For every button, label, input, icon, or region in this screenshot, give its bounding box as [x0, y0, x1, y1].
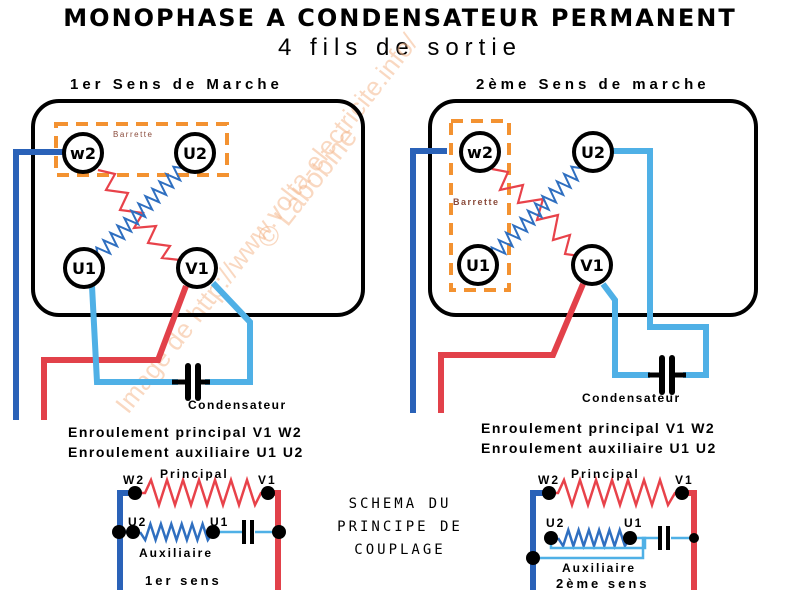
panel-1-desc-main: Enroulement principal V1 W2 [68, 424, 303, 440]
coupling-1-blue-line [117, 490, 135, 590]
node-u2 [126, 525, 140, 539]
capacitor-2 [648, 355, 686, 395]
panel-2: Barrette Condensateur w2 U2 U1 V1 [410, 99, 758, 413]
schema-line-2: PRINCIPE DE [337, 519, 463, 535]
panel-1-title: 1er Sens de Marche [70, 76, 283, 93]
line-wire-blue-1 [13, 149, 65, 420]
node-u1 [206, 525, 220, 539]
capacitor-1 [172, 363, 210, 401]
coupling-1-caption: 1er sens [145, 573, 222, 588]
coupling-2-capacitor [658, 526, 670, 550]
coupling-2-u2-label: U2 [546, 516, 565, 530]
svg-text:U2: U2 [581, 143, 605, 162]
node-u1 [623, 531, 637, 545]
line-wire-red-1 [41, 284, 189, 420]
schema-line-3: COUPLAGE [354, 542, 446, 558]
schema-line-1: SCHEMA DU [348, 496, 452, 512]
cap-wire-v1-2 [600, 282, 650, 378]
coupling-1: W2 V1 U2 U1 Principal Auxiliaire 1er sen… [112, 467, 286, 590]
capacitor-label-2: Condensateur [582, 391, 681, 405]
terminal-v1-2: V1 [571, 244, 613, 286]
node-v1 [675, 486, 689, 500]
barrette-1 [54, 122, 229, 177]
panel-1: Barrette Condensateur w2 U2 U1 [13, 99, 365, 420]
coupling-1-main-label: Principal [160, 467, 229, 481]
aux-winding-2 [490, 165, 581, 257]
aux-winding-1 [95, 165, 183, 257]
coupling-1-aux-winding [138, 519, 215, 545]
node-w2 [128, 486, 142, 500]
svg-text:U1: U1 [466, 256, 490, 275]
svg-text:w2: w2 [467, 143, 493, 162]
line-wire-blue-2 [410, 148, 447, 413]
coupling-1-w2-label: W2 [123, 473, 145, 487]
coupling-1-u1-label: U1 [210, 515, 229, 529]
svg-text:V1: V1 [185, 259, 209, 278]
coupling-1-v1-label: V1 [258, 473, 277, 487]
cap-wire-left-1 [89, 285, 178, 385]
barrette-label-2: Barrette [453, 197, 500, 207]
coupling-1-u2-label: U2 [128, 515, 147, 529]
panel-2-desc-aux: Enroulement auxiliaire U1 U2 [481, 440, 717, 456]
terminal-v1-1: V1 [176, 247, 218, 289]
node-junction [526, 551, 540, 565]
panel-2-description: Enroulement principal V1 W2 Enroulement … [481, 418, 717, 458]
terminal-box-2 [428, 99, 758, 317]
barrette-2 [449, 119, 511, 292]
barrette-label-1: Barrette [113, 130, 153, 139]
panel-1-description: Enroulement principal V1 W2 Enroulement … [68, 422, 304, 462]
main-winding-2 [491, 167, 581, 258]
coupling-2-main-label: Principal [571, 467, 640, 481]
coupling-2-crossover-u2 [533, 536, 655, 560]
terminal-w2-1: w2 [62, 132, 104, 174]
svg-text:V1: V1 [580, 256, 604, 275]
coupling-2-w2-label: W2 [538, 473, 560, 487]
line-wire-red-2 [438, 282, 586, 413]
coupling-2-main-winding [548, 475, 682, 510]
diagram-subtitle: 4 fils de sortie [277, 34, 523, 61]
node-w2 [542, 486, 556, 500]
coupling-1-main-winding [135, 475, 268, 510]
panel-1-desc-aux: Enroulement auxiliaire U1 U2 [68, 444, 304, 460]
panel-2-desc-main: Enroulement principal V1 W2 [481, 420, 716, 436]
terminal-u2-1: U2 [174, 132, 216, 174]
capacitor-label-1: Condensateur [188, 398, 287, 412]
terminal-u2-2: U2 [572, 131, 614, 173]
terminal-u1-2: U1 [457, 244, 499, 286]
node-v1 [261, 486, 275, 500]
svg-text:U2: U2 [183, 144, 207, 163]
cap-wire-right-1 [205, 280, 253, 385]
svg-text:w2: w2 [70, 144, 96, 163]
terminal-box-1 [31, 99, 365, 317]
terminal-w2-2: w2 [459, 131, 501, 173]
node-u2 [544, 531, 558, 545]
main-winding-1 [97, 168, 181, 262]
node-junction-red [272, 525, 286, 539]
coupling-2: W2 V1 U2 U1 Principal Auxiliaire 2ème se… [526, 467, 699, 591]
coupling-1-capacitor [242, 520, 254, 544]
panel-2-title: 2ème Sens de marche [476, 76, 710, 93]
cap-wire-u2-2 [613, 148, 709, 378]
node-junction [112, 525, 126, 539]
coupling-2-aux-label: Auxiliaire [562, 561, 636, 575]
diagram-title: MONOPHASE A CONDENSATEUR PERMANENT [63, 4, 737, 32]
coupling-2-aux-winding [556, 525, 632, 551]
node-junction-red [689, 533, 699, 543]
schema-caption: SCHEMA DU PRINCIPE DE COUPLAGE [310, 493, 490, 562]
coupling-2-caption: 2ème sens [556, 576, 650, 591]
coupling-2-v1-label: V1 [675, 473, 694, 487]
coupling-2-u1-label: U1 [624, 516, 643, 530]
svg-text:U1: U1 [72, 259, 96, 278]
terminal-u1-1: U1 [63, 247, 105, 289]
coupling-1-red-line [268, 490, 281, 590]
coupling-1-aux-label: Auxiliaire [139, 546, 213, 560]
